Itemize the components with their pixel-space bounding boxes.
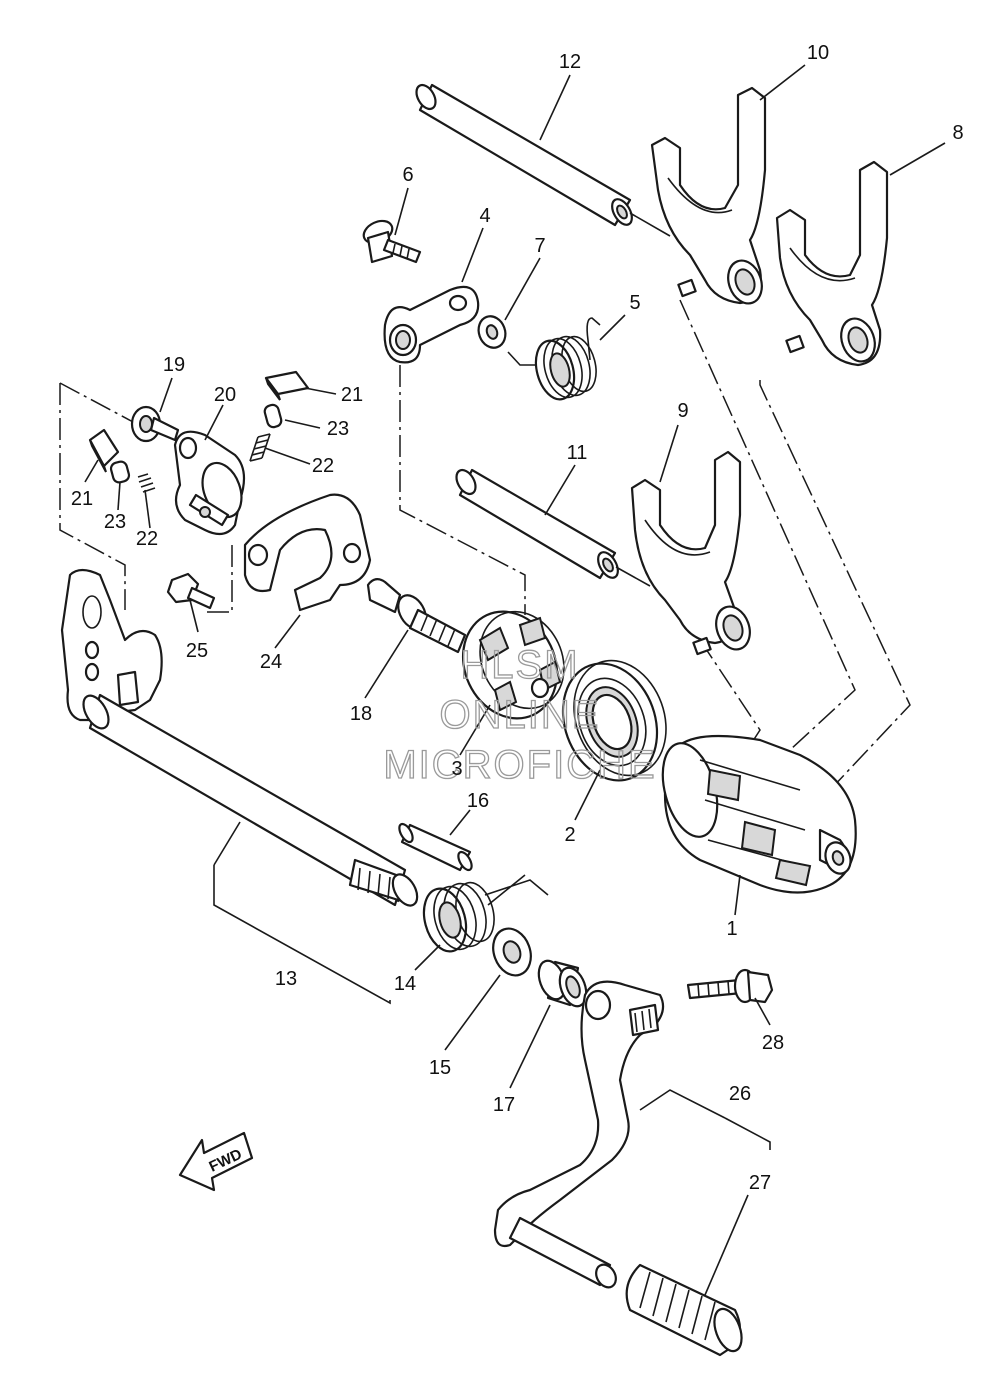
callout-21-upper: 21 xyxy=(341,384,363,406)
part-14-torsion-spring xyxy=(422,874,549,953)
part-24-plate xyxy=(243,493,372,612)
watermark-line-1: HLSM xyxy=(460,643,579,687)
part-21-detent-upper xyxy=(264,370,310,401)
part-20-shift-cam-segment xyxy=(173,430,246,536)
part-11-shift-fork-guide-bar xyxy=(455,468,651,587)
watermark: HLSM ONLINE MICROFICHE xyxy=(383,642,656,787)
callout-3: 3 xyxy=(451,758,462,780)
callout-26: 26 xyxy=(729,1083,751,1105)
callout-19: 19 xyxy=(163,354,185,376)
callout-18: 18 xyxy=(350,703,372,725)
part-21-detent-lower xyxy=(88,428,120,473)
part-23-pin-lower xyxy=(109,460,131,484)
part-12-shift-fork-guide-bar xyxy=(415,83,671,237)
callout-9: 9 xyxy=(677,400,688,422)
callout-17: 17 xyxy=(493,1094,515,1116)
part-13-shift-shaft xyxy=(60,568,419,907)
part-18-bolt xyxy=(366,578,467,654)
part-15-washer xyxy=(492,927,532,977)
callout-27: 27 xyxy=(749,1172,771,1194)
part-27-pedal-rubber xyxy=(625,1263,743,1357)
callout-25: 25 xyxy=(186,640,208,662)
part-1-shift-drum xyxy=(661,734,857,894)
callout-1: 1 xyxy=(726,918,737,940)
part-5-torsion-spring xyxy=(507,317,601,401)
callout-15: 15 xyxy=(429,1057,451,1079)
callout-labels: 12 10 8 6 4 7 5 9 11 19 20 21 23 22 21 2… xyxy=(71,42,964,1194)
part-7-washer xyxy=(477,315,507,349)
part-17-bushing xyxy=(537,959,588,1008)
part-19-bolt xyxy=(130,405,180,443)
part-9-shift-fork xyxy=(630,450,751,656)
callout-16: 16 xyxy=(467,790,489,812)
callout-20: 20 xyxy=(214,384,236,406)
callout-2: 2 xyxy=(564,824,575,846)
callout-8: 8 xyxy=(952,122,963,144)
callout-12: 12 xyxy=(559,51,581,73)
part-22-spring-lower xyxy=(137,473,156,493)
callout-7: 7 xyxy=(534,235,545,257)
part-25-bolt xyxy=(166,572,216,610)
callout-23-lower: 23 xyxy=(104,511,126,533)
part-16-collar xyxy=(398,822,473,872)
callout-5: 5 xyxy=(629,292,640,314)
assembly-lines xyxy=(59,299,911,801)
callout-4: 4 xyxy=(479,205,490,227)
watermark-line-2: ONLINE xyxy=(440,693,601,737)
callout-28: 28 xyxy=(762,1032,784,1054)
part-6-bolt xyxy=(362,219,422,264)
callout-24: 24 xyxy=(260,651,282,673)
callout-10: 10 xyxy=(807,42,829,64)
callout-13: 13 xyxy=(275,968,297,990)
callout-11: 11 xyxy=(567,442,588,464)
callout-14: 14 xyxy=(394,973,416,995)
callout-22-upper: 22 xyxy=(312,455,334,477)
watermark-line-3: MICROFICHE xyxy=(383,743,656,787)
part-2-bearing xyxy=(561,659,667,782)
part-28-bolt xyxy=(686,968,774,1004)
part-4-stopper-lever xyxy=(383,285,480,364)
part-23-pin-upper xyxy=(263,403,283,429)
part-22-spring-upper xyxy=(249,433,271,462)
part-26-shift-pedal xyxy=(493,980,665,1289)
callout-21-lower: 21 xyxy=(71,488,93,510)
leader-lines xyxy=(84,64,946,1296)
part-3-shift-drum-segment xyxy=(461,610,565,720)
part-10-shift-fork xyxy=(650,86,767,305)
fwd-arrow: FWD xyxy=(178,1131,254,1192)
callout-22-lower: 22 xyxy=(136,528,158,550)
callout-6: 6 xyxy=(402,164,413,186)
callout-23-upper: 23 xyxy=(327,418,349,440)
part-8-shift-fork xyxy=(775,160,889,367)
